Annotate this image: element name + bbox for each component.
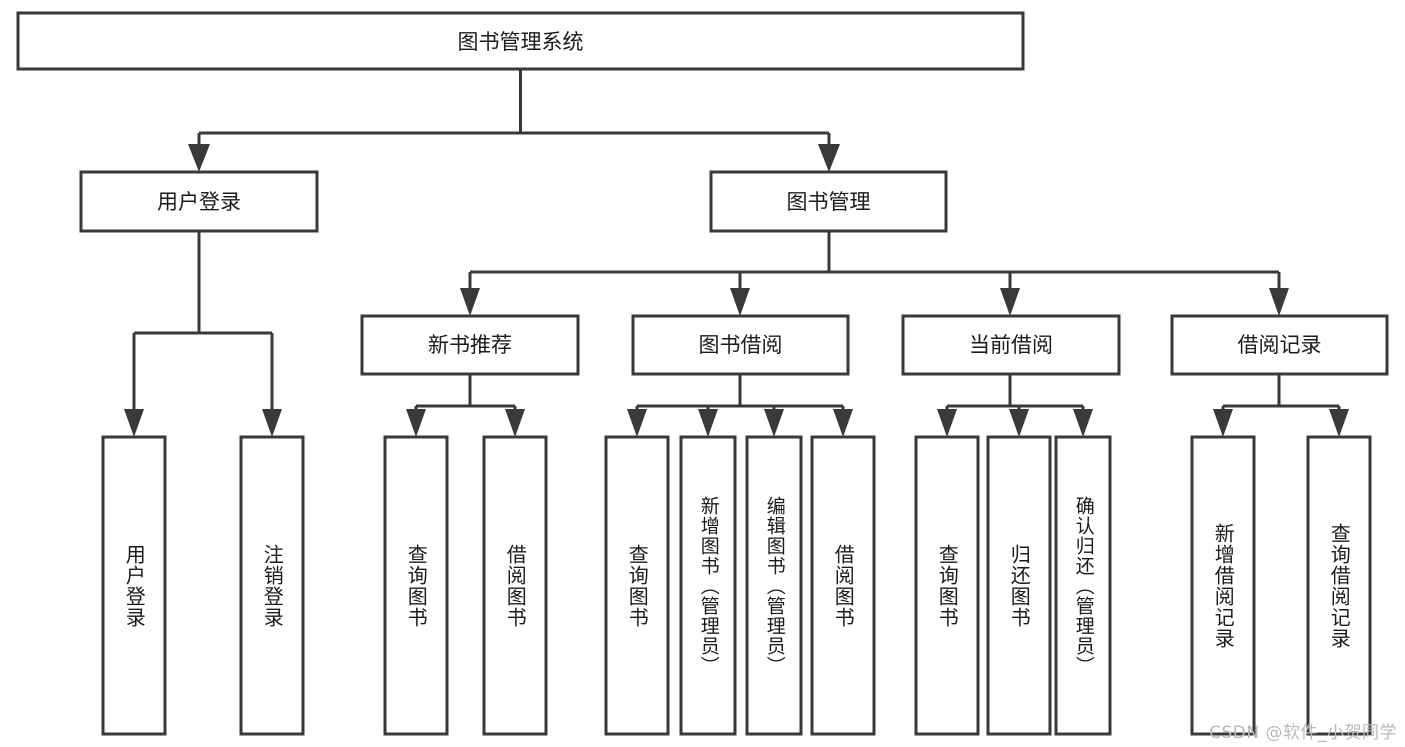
arrow-head-new-book-recommend — [460, 288, 480, 316]
node-new-book-recommend-box[interactable] — [360, 314, 580, 376]
node-book-management-box[interactable] — [709, 170, 948, 233]
node-new-book-recommend[interactable]: 新书推荐 — [360, 314, 580, 376]
csdn-watermark: CSDN @软件_小贺同学 — [1209, 723, 1397, 743]
arrow-head-current-borrow — [1000, 288, 1020, 316]
arrow-head-user-login — [188, 144, 210, 172]
arrow-head-leaf-query-record — [1329, 409, 1349, 437]
node-leaf-query-book-2-box[interactable] — [604, 435, 670, 736]
leaf-nodes-layer — [101, 435, 1372, 736]
node-leaf-add-record-box[interactable] — [1190, 435, 1256, 736]
node-book-borrow[interactable]: 图书借阅 — [631, 314, 850, 376]
node-user-login-label: 用户登录 — [157, 190, 241, 214]
node-leaf-borrow-book-2-box[interactable] — [810, 435, 876, 736]
arrow-head-leaf-borrow-book-2 — [833, 409, 853, 437]
node-book-borrow-box[interactable] — [631, 314, 850, 376]
node-current-borrow[interactable]: 当前借阅 — [901, 314, 1121, 376]
node-leaf-add-book-box[interactable] — [679, 435, 737, 736]
arrow-head-leaf-confirm-return — [1073, 409, 1093, 437]
node-leaf-query-book-1-box[interactable] — [383, 435, 449, 736]
arrow-head-leaf-borrow-book-1 — [505, 409, 525, 437]
node-borrow-record-box[interactable] — [1170, 314, 1389, 376]
arrow-head-leaf-query-book-1 — [406, 409, 426, 437]
node-current-borrow-label: 当前借阅 — [969, 333, 1053, 357]
arrow-head-leaf-user-login — [124, 409, 144, 437]
node-leaf-confirm-return-box[interactable] — [1054, 435, 1112, 736]
node-leaf-query-book-3-box[interactable] — [914, 435, 980, 736]
node-book-management-label: 图书管理 — [787, 190, 871, 214]
arrow-head-leaf-add-book — [698, 409, 718, 437]
arrow-head-leaf-query-book-3 — [937, 409, 957, 437]
node-borrow-record-label: 借阅记录 — [1238, 333, 1322, 357]
node-leaf-user-logout-box[interactable] — [239, 435, 305, 736]
node-user-login-box[interactable] — [79, 170, 319, 233]
arrow-head-leaf-add-record — [1213, 409, 1233, 437]
arrow-head-borrow-record — [1269, 288, 1289, 316]
arrow-head-book-borrow — [730, 288, 750, 316]
arrow-head-leaf-return-book — [1009, 409, 1029, 437]
arrow-head-book-management — [818, 144, 840, 172]
arrow-head-leaf-user-logout — [262, 409, 282, 437]
node-book-management[interactable]: 图书管理 — [709, 170, 948, 233]
node-root-box[interactable] — [16, 11, 1025, 71]
node-leaf-borrow-book-1-box[interactable] — [482, 435, 548, 736]
node-borrow-record[interactable]: 借阅记录 — [1170, 314, 1389, 376]
node-leaf-return-book-box[interactable] — [986, 435, 1052, 736]
node-current-borrow-box[interactable] — [901, 314, 1121, 376]
node-leaf-query-record-box[interactable] — [1306, 435, 1372, 736]
nodes-layer: 图书管理系统 用户登录 图书管理 新书推荐 图书借阅 当前 — [16, 11, 1389, 736]
node-new-book-recommend-label: 新书推荐 — [428, 333, 512, 357]
node-user-login[interactable]: 用户登录 — [79, 170, 319, 233]
node-book-borrow-label: 图书借阅 — [699, 333, 783, 357]
node-leaf-edit-book-box[interactable] — [745, 435, 803, 736]
arrow-head-leaf-edit-book — [764, 409, 784, 437]
node-root[interactable]: 图书管理系统 — [16, 11, 1025, 71]
node-leaf-user-login-box[interactable] — [101, 435, 167, 736]
connectors-layer — [124, 69, 1349, 437]
node-root-label: 图书管理系统 — [458, 30, 584, 54]
arrow-head-leaf-query-book-2 — [627, 409, 647, 437]
